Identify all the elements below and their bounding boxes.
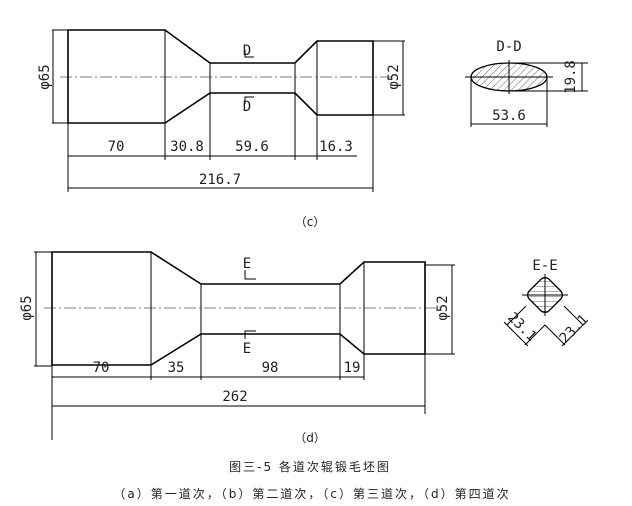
segment-3-c: 59.6 bbox=[235, 139, 269, 155]
cut-mark-top-d: E bbox=[243, 256, 251, 272]
blank-outline-c bbox=[67, 29, 374, 124]
segment-4-c: 16.3 bbox=[319, 139, 353, 155]
dia-left-c: φ65 bbox=[37, 64, 53, 89]
total-length-c: 216.7 bbox=[199, 172, 241, 188]
cut-mark-top-c: D bbox=[243, 43, 251, 59]
figure-subtitle: （a）第一道次，（b）第二道次，（c）第三道次，（d）第四道次 bbox=[113, 487, 510, 501]
dia-right-d: φ52 bbox=[435, 295, 451, 320]
blank-outline-d bbox=[51, 251, 426, 366]
section-label-d: E-E bbox=[532, 258, 557, 274]
section-label-c: D-D bbox=[496, 39, 521, 55]
segment-4-d: 19 bbox=[344, 360, 361, 376]
drawing-d: φ65 φ52 E E 70 35 98 19 262 E-E 23.1 23.… bbox=[19, 251, 592, 440]
label-c: （c） bbox=[295, 215, 326, 229]
section-height-c: 19.8 bbox=[563, 60, 579, 94]
section-side-2-d: 23.1 bbox=[557, 312, 592, 347]
segment-1-c: 70 bbox=[108, 139, 125, 155]
segment-2-d: 35 bbox=[168, 360, 185, 376]
dia-right-c: φ52 bbox=[386, 64, 402, 89]
segment-1-d: 70 bbox=[93, 360, 110, 376]
segment-3-d: 98 bbox=[262, 360, 279, 376]
section-width-c: 53.6 bbox=[492, 108, 526, 124]
segment-2-c: 30.8 bbox=[170, 139, 204, 155]
drawing-c: φ65 φ52 D D 70 30.8 59.6 16.3 216.7 D-D … bbox=[37, 29, 588, 192]
cut-mark-bottom-c: D bbox=[243, 99, 251, 115]
cut-mark-bottom-d: E bbox=[243, 341, 251, 357]
total-length-d: 262 bbox=[222, 389, 247, 405]
dia-left-d: φ65 bbox=[19, 295, 35, 320]
figure-title: 图三-5 各道次辊锻毛坯图 bbox=[229, 459, 391, 474]
label-d: （d） bbox=[294, 431, 326, 445]
